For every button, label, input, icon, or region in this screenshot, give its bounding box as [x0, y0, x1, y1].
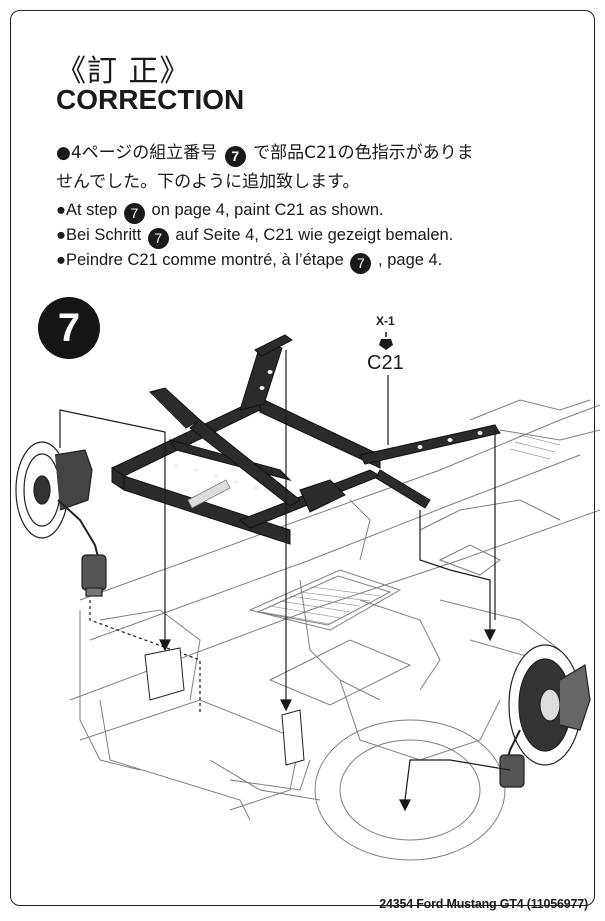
chassis-background [69, 399, 601, 861]
instruction-en-text1: ●At step [56, 201, 118, 219]
instruction-en-text2: on page 4, paint C21 as shown. [151, 201, 384, 219]
paint-code-label: X-1 [376, 314, 395, 328]
instruction-fr-text2: , page 4. [378, 251, 443, 269]
right-brake-assembly [499, 644, 591, 788]
frame-holes [173, 370, 483, 490]
paint-drop-icon [379, 332, 393, 350]
instruction-jp-line1: ●4ページの組立番号 7 で部品C21の色指示がありま [56, 142, 474, 167]
step-number-badge: 7 [38, 297, 100, 359]
step-badge-fr: 7 [350, 253, 372, 274]
step-badge-en: 7 [123, 203, 145, 224]
shaft-pin [187, 479, 231, 509]
footer-product-code: 24354 Ford Mustang GT4 (11056977) [379, 897, 588, 911]
left-brake-assembly [15, 441, 107, 597]
page-border [10, 10, 595, 906]
instruction-fr: ●Peindre C21 comme montré, à l’étape 7 ,… [56, 249, 442, 274]
step-badge-jp: 7 [224, 146, 246, 167]
hatched-panel [261, 434, 561, 625]
step-badge-de: 7 [147, 228, 169, 249]
instruction-fr-text1: ●Peindre C21 comme montré, à l’étape [56, 251, 344, 269]
instruction-de-text2: auf Seite 4, C21 wie gezeigt bemalen. [175, 226, 454, 244]
assembly-arrows [59, 350, 511, 812]
instruction-jp-text1: ●4ページの組立番号 [56, 143, 218, 163]
instruction-jp-text2: で部品C21の色指示がありま [253, 143, 474, 163]
heading-japanese: 《訂 正》 [56, 54, 191, 89]
instruction-de: ●Bei Schritt 7 auf Seite 4, C21 wie geze… [56, 224, 453, 249]
heading-correction: CORRECTION [56, 84, 245, 115]
part-label-c21: C21 [367, 352, 404, 374]
instruction-en: ●At step 7 on page 4, paint C21 as shown… [56, 199, 384, 224]
instruction-jp-line2: せんでした。下のように追加致します。 [56, 172, 360, 192]
subframe-c21 [110, 334, 501, 545]
mounting-posts [144, 647, 305, 766]
instruction-de-text1: ●Bei Schritt [56, 226, 142, 244]
